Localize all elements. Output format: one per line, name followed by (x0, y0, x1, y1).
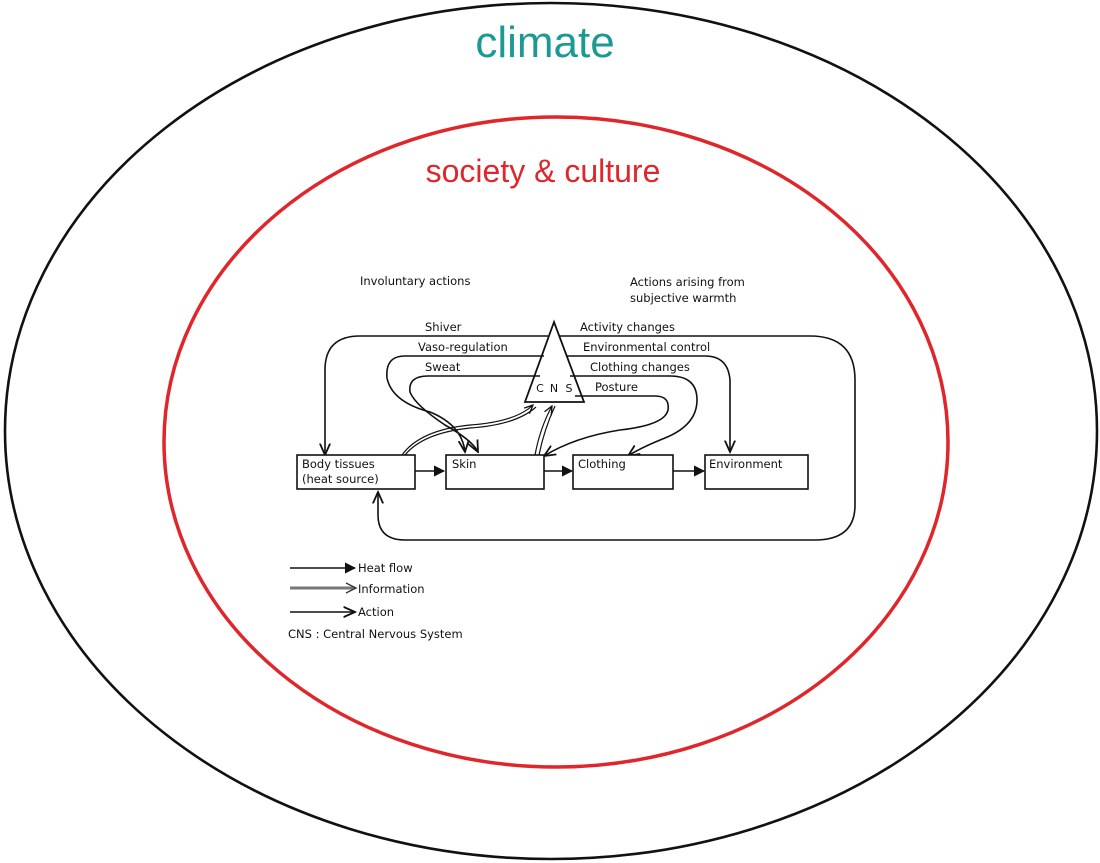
cns-triangle (523, 319, 586, 403)
cns-letter-s: S (566, 382, 573, 395)
information-legend-label: Information (358, 582, 425, 596)
sweat-label: Sweat (425, 360, 461, 374)
environment-box: Environment (704, 454, 809, 490)
posture-arrow (544, 395, 670, 456)
activity-loop-arrow (378, 335, 856, 541)
society-culture-label: society & culture (426, 153, 661, 189)
environment-label: Environment (709, 457, 783, 471)
environmental-control-label: Environmental control (583, 340, 710, 354)
cns-letter-n: N (550, 382, 558, 395)
vaso-regulation-label: Vaso-regulation (418, 340, 508, 354)
heat-flow-legend-label: Heat flow (358, 561, 413, 575)
body-to-cns-information (401, 405, 533, 456)
clothing-label: Clothing (578, 457, 626, 471)
clothing-changes-arrow (570, 375, 698, 456)
action-legend-label: Action (358, 605, 394, 619)
activity-changes-label: Activity changes (580, 320, 675, 334)
skin-label: Skin (452, 457, 476, 471)
skin-to-cns-information (534, 406, 552, 456)
subjective-actions-heading-line2: subjective warmth (630, 291, 736, 305)
body-tissues-box: Body tissues (heat source) (296, 454, 416, 490)
involuntary-actions-heading: Involuntary actions (360, 274, 470, 288)
body-tissues-label-line2: (heat source) (302, 472, 379, 486)
shiver-arrow (325, 335, 548, 455)
sweat-arrow (409, 375, 540, 452)
subjective-actions-heading-line1: Actions arising from (630, 275, 745, 289)
skin-box: Skin (445, 454, 545, 490)
society-culture-ring (162, 115, 950, 769)
shiver-label: Shiver (425, 320, 462, 334)
cns-definition: CNS : Central Nervous System (288, 627, 463, 641)
clothing-changes-label: Clothing changes (590, 360, 690, 374)
cns-letter-c: C (536, 382, 544, 395)
posture-label: Posture (595, 380, 638, 394)
legend: Heat flow Information Action CNS : Centr… (288, 561, 463, 641)
climate-ring (3, 1, 1099, 861)
environmental-control-arrow (566, 355, 730, 452)
climate-label: climate (475, 18, 614, 67)
body-tissues-label-line1: Body tissues (302, 457, 375, 471)
clothing-box: Clothing (572, 454, 674, 490)
